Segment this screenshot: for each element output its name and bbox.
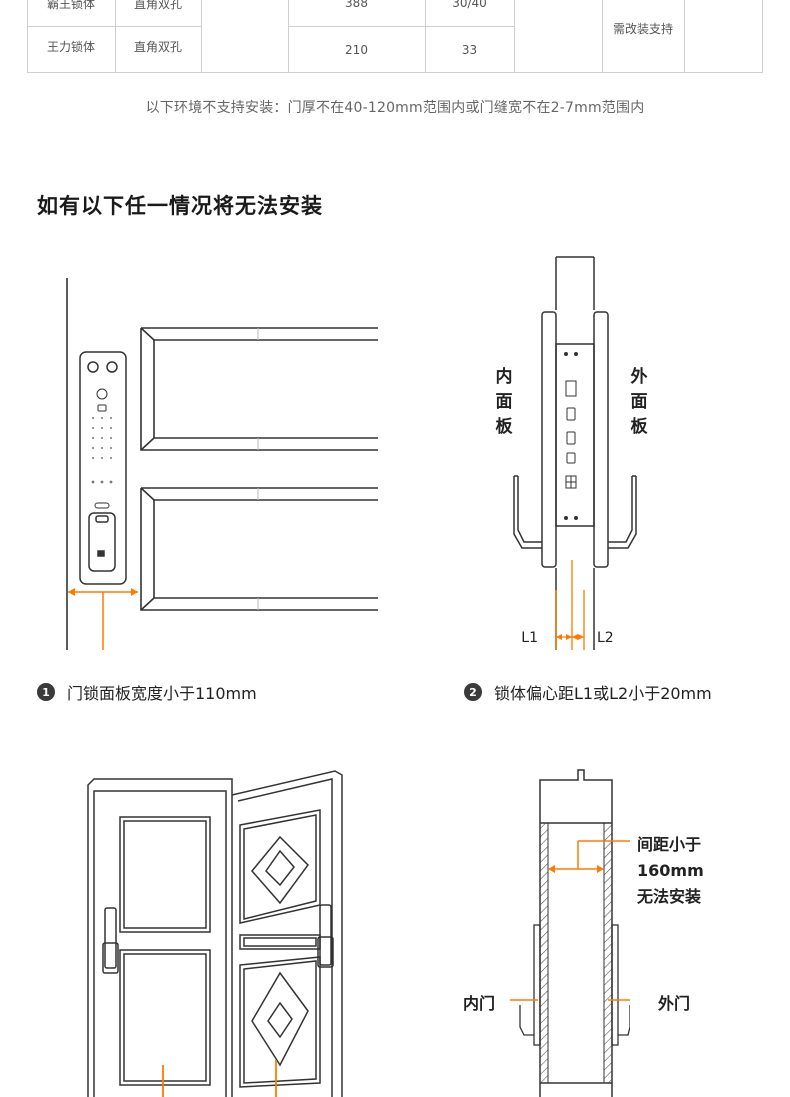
table-merged-note: 需改装支持	[612, 21, 673, 36]
table-cell-value: 388	[345, 0, 368, 10]
smart-lock-panel	[79, 351, 127, 585]
gap-warning-text: 间距小于 160mm 无法安装	[637, 832, 704, 910]
gap-line: 无法安装	[637, 887, 702, 906]
table-cell-hole: 直角双孔	[133, 0, 182, 11]
inner-panel-label: 内 面 板	[494, 365, 514, 440]
case-text: 门锁面板宽度小于110mm	[67, 684, 257, 703]
table-cell-name: 王力锁体	[46, 39, 95, 54]
figure-door-spacing	[510, 769, 630, 1097]
gap-line: 间距小于	[637, 835, 702, 854]
label-char: 板	[495, 417, 513, 437]
outer-panel-label: 外 面 板	[629, 365, 649, 440]
table-cell-hole: 直角双孔	[133, 39, 182, 54]
inner-door-label: 内门	[463, 994, 496, 1013]
figure-double-door	[87, 770, 343, 1097]
table-cell-value: 30/40	[452, 0, 487, 10]
width-dimension	[68, 588, 138, 650]
case-caption-2: 2 锁体偏心距L1或L2小于20mm	[464, 680, 712, 704]
l2-label: L2	[597, 630, 614, 646]
case-text: 锁体偏心距L1或L2小于20mm	[494, 684, 712, 703]
gap-line: 160mm	[637, 861, 704, 880]
label-char: 面	[495, 392, 513, 412]
figure-panel-width	[66, 278, 378, 650]
label-char: 板	[630, 417, 648, 437]
case-number-badge: 1	[37, 683, 55, 701]
figure-lock-offset: L1 L2	[513, 256, 637, 650]
table-cell-name: 霸王锁体	[46, 0, 95, 11]
label-char: 外	[630, 367, 648, 387]
lock-compat-table: 霸王锁体 直角双孔 388 30/40 王力锁体 直角双孔 210 33 需改装…	[27, 0, 763, 73]
case-number-badge: 2	[464, 683, 482, 701]
case-caption-1: 1 门锁面板宽度小于110mm	[37, 680, 257, 704]
install-notice: 以下环境不支持安装：门厚不在40-120mm范围内或门缝宽不在2-7mm范围内	[145, 100, 645, 116]
section-heading: 如有以下任一情况将无法安装	[37, 194, 323, 218]
outer-door-label: 外门	[658, 994, 691, 1013]
label-char: 内	[495, 367, 513, 387]
label-char: 面	[630, 392, 648, 412]
table-cell-value: 210	[345, 43, 368, 57]
l1-label: L1	[521, 630, 538, 646]
table-cell-value: 33	[461, 43, 478, 57]
